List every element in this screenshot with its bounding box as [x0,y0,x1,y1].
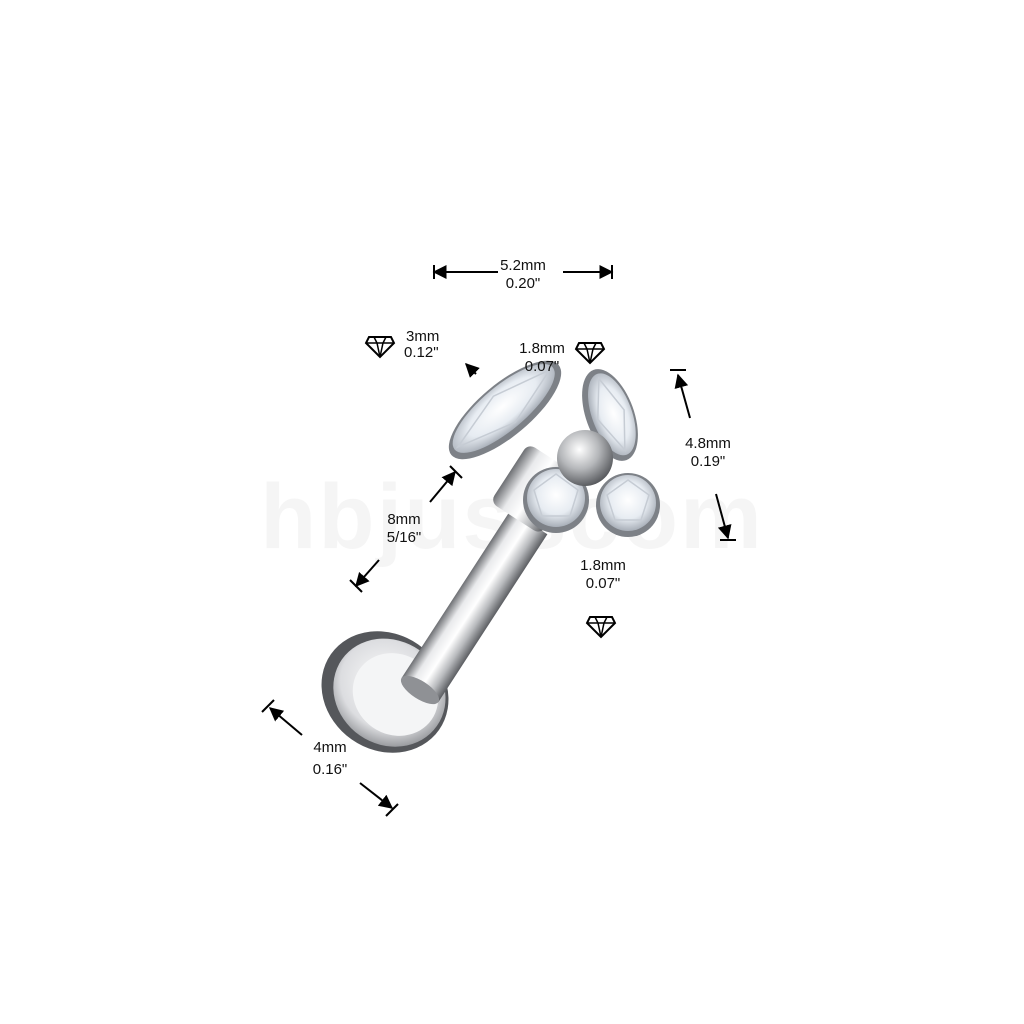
dim-marquise-stone: 3mm 0.12" [364,328,480,378]
small-stone-bottom-in: 0.07" [586,575,621,592]
diamond-icon [364,336,396,359]
dim-top-width: 5.2mm 0.20" [432,257,614,292]
diamond-icon [574,342,606,365]
top-height-in: 0.19" [691,453,726,470]
diamond-icon [585,616,617,639]
top-height-mm: 4.8mm [685,435,731,452]
top-width-mm: 5.2mm [500,257,546,274]
small-stone-bottom-mm: 1.8mm [580,557,626,574]
dim-small-stone-top: 1.8mm 0.07" [519,340,606,375]
round-gem-right [596,473,660,537]
dim-bar-length: 8mm 5/16" [349,465,463,593]
round-gem-left [523,467,589,533]
dim-disc-diameter: 4mm 0.16" [261,699,399,817]
top-width-in: 0.20" [506,275,541,292]
dim-top-height: 4.8mm 0.19" [670,369,736,541]
dim-small-stone-bottom: 1.8mm 0.07" [580,557,626,639]
marquise-stone-mm: 3mm [406,328,439,345]
labret-stud [321,360,660,753]
post-shaft [400,510,548,705]
bar-length-mm: 8mm [387,511,420,528]
marquise-stone-in: 0.12" [404,344,439,361]
disc-diameter-mm: 4mm [313,739,346,756]
small-stone-top-in: 0.07" [525,358,560,375]
bar-length-in: 5/16" [387,529,422,546]
marquise-gem-left [448,360,562,460]
disc-diameter-in: 0.16" [313,761,348,778]
small-stone-top-mm: 1.8mm [519,340,565,357]
center-ball [557,430,613,486]
